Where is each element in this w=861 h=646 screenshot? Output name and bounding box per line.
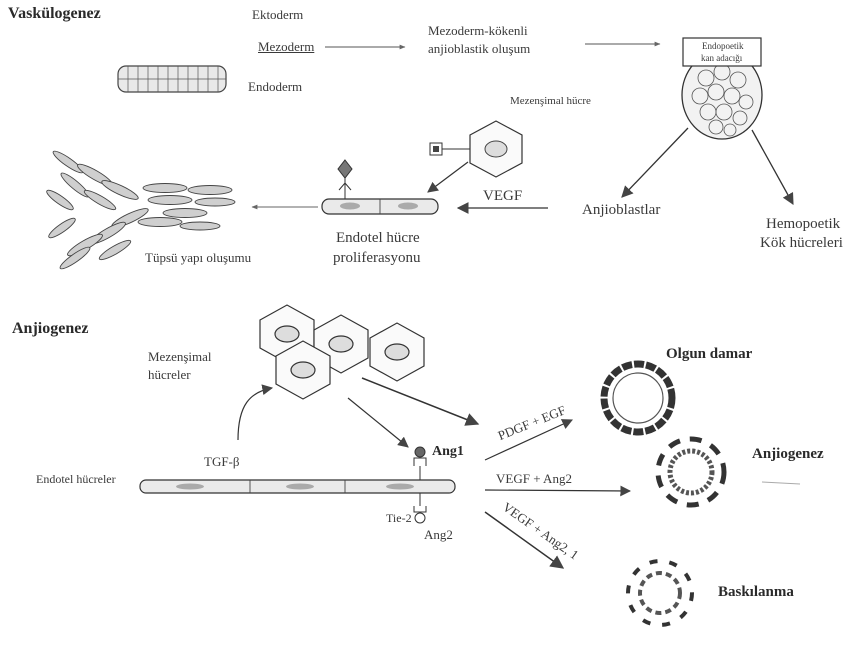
baskilanma-label: Baskılanma [718,584,794,601]
angiogenesis-title: Anjiogenez [12,320,88,338]
mezoderm-kokenli-label: Mezoderm-kökenli [428,24,528,39]
olgun-damar-label: Olgun damar [666,346,752,363]
anjioblastik-olusum-label: anjioblastik oluşum [428,42,530,57]
endothelial-cell-icon [322,160,438,214]
ektoderm-label: Ektoderm [252,8,303,23]
endotel-hucreler-label: Endotel hücreler [36,473,116,487]
vegf-ang2-label: VEGF + Ang2 [496,472,572,487]
anjioblastlar-label: Anjioblastlar [582,202,660,219]
mesenchymal-hexagons-icon [260,305,424,399]
hemopoetik-label: Hemopoetik [766,216,840,233]
ribbon-cell-sheet-icon [118,66,226,92]
vessel-ring-icon [604,364,672,432]
mezensimal-hucreler-label-1: Mezenşimal [148,350,212,365]
kan-adacigi-label: kan adacığı [701,53,742,63]
endopoetik-label: Endopoetik [702,41,744,51]
hexagon-cell-icon [430,121,522,177]
endotel-hucre-label: Endotel hücre [336,230,420,247]
ang2-label: Ang2 [424,528,453,543]
proliferasyonu-label: proliferasyonu [333,250,420,267]
endoderm-label: Endoderm [248,80,302,95]
tie2-label: Tie-2 [386,512,412,526]
anjiogenez-outcome-label: Anjiogenez [752,446,824,463]
mezensimal-hucreler-label-2: hücreler [148,368,191,383]
mezensimal-hucre-label: Mezenşimal hücre [510,95,591,108]
vasculogenesis-title: Vaskülogenez [8,5,101,23]
tupsu-yapi-label: Tüpsü yapı oluşumu [145,251,251,266]
vegf-label: VEGF [483,188,522,205]
tgf-beta-label: TGF-β [204,455,240,470]
ang1-label: Ang1 [432,444,464,460]
endothelial-cells-icon [140,480,455,493]
kok-hucreleri-label: Kök hücreleri [760,235,843,252]
mezoderm-label: Mezoderm [258,40,314,55]
repression-ring-icon [628,561,692,625]
